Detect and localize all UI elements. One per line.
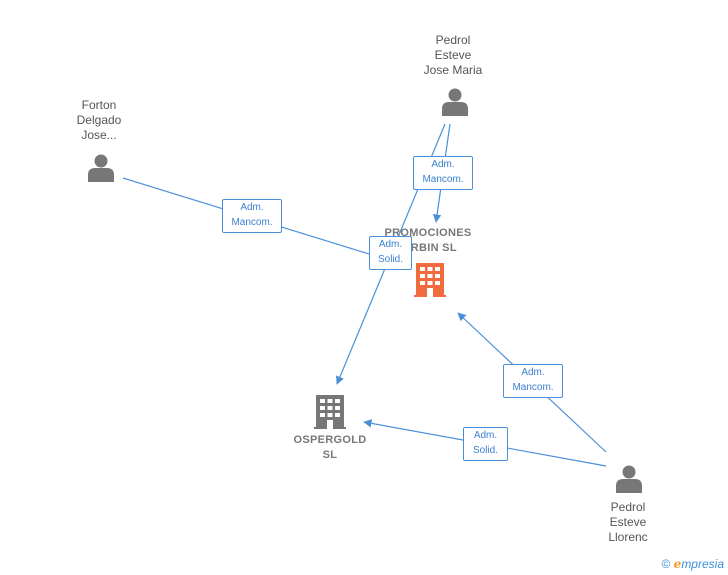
brand-name: mpresia <box>681 557 724 571</box>
empresia-logo: © empresia <box>661 557 724 571</box>
edge-label-adm-mancom: Adm. Mancom. <box>503 364 563 398</box>
copyright-icon: © <box>661 557 671 571</box>
person-label-forton-delgado-jose[interactable]: Forton Delgado Jose... <box>76 98 122 142</box>
person-icon[interactable] <box>88 154 114 183</box>
building-icon[interactable] <box>314 395 346 429</box>
building-icon[interactable] <box>414 263 446 297</box>
person-label-pedrol-esteve-llorenc[interactable]: Pedrol Esteve Llorenc <box>608 500 648 544</box>
person-label-pedrol-esteve-jose-maria[interactable]: Pedrol Esteve Jose Maria <box>423 33 483 77</box>
brand-initial: e <box>673 557 682 571</box>
company-label-ospergold[interactable]: OSPERGOLD SL <box>293 434 367 461</box>
edge-label-adm-mancom: Adm. Mancom. <box>413 156 473 190</box>
edge-label-adm-mancom: Adm. Mancom. <box>222 199 282 233</box>
edge-label-adm-solid: Adm. Solid. <box>369 236 412 270</box>
edge-label-adm-solid: Adm. Solid. <box>463 427 508 461</box>
person-icon[interactable] <box>442 88 468 117</box>
person-icon[interactable] <box>616 465 642 494</box>
